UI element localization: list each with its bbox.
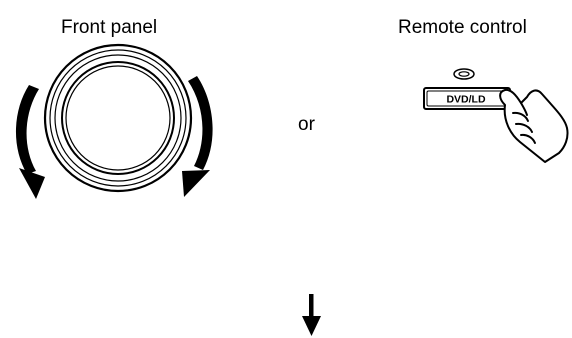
pressing-hand-icon bbox=[499, 88, 569, 163]
dvd-ld-button-label: DVD/LD bbox=[446, 94, 486, 106]
volume-knob-icon[interactable] bbox=[43, 43, 193, 193]
rotate-counterclockwise-arrow-icon bbox=[15, 85, 45, 199]
remote-control-title: Remote control bbox=[398, 17, 527, 38]
rotate-clockwise-arrow-icon bbox=[182, 76, 213, 197]
dvd-ld-button[interactable]: DVD/LD bbox=[423, 87, 511, 110]
down-arrow-icon bbox=[302, 294, 321, 336]
front-panel-title: Front panel bbox=[61, 17, 158, 38]
or-connector-text: or bbox=[298, 114, 315, 135]
indicator-led-icon bbox=[453, 68, 475, 80]
